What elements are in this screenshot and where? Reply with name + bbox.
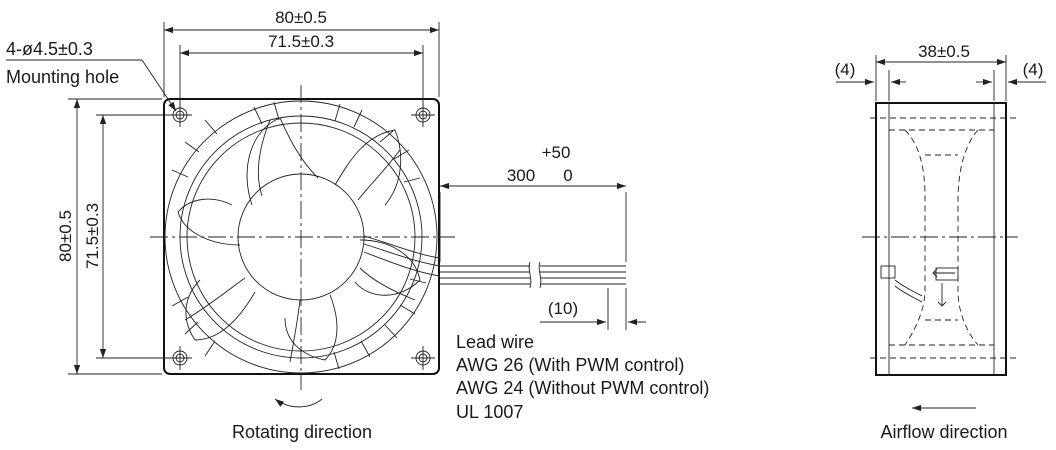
lead-length-tolerance-upper: +50 (542, 143, 571, 162)
hole-pitch-width-label: 71.5±0.3 (268, 32, 334, 51)
lead-length-tolerance-lower: 0 (563, 166, 572, 185)
lead-wire-note-line: Lead wire (456, 332, 534, 352)
side-wire-exit (880, 265, 923, 303)
mounting-hole-callout: 4-ø4.5±0.3 Mounting hole (6, 39, 177, 112)
dimension-overall-width: 80±0.5 (163, 8, 440, 97)
front-view: 80±0.5 71.5±0.3 80±0.5 71.5±0.3 4-ø (6, 8, 709, 442)
dimension-flanges: (4) (4) (835, 60, 1046, 101)
rotating-direction-label: Rotating direction (232, 422, 372, 442)
fan-blades (177, 117, 421, 363)
side-venturi-profile (889, 129, 994, 346)
side-depth-label: 38±0.5 (918, 42, 970, 61)
dimension-overall-height: 80±0.5 (56, 98, 162, 375)
hole-center-marks (168, 103, 435, 370)
dimension-lead-length: +50 300 0 (439, 143, 627, 262)
dimension-strip-length: (10) (540, 288, 646, 330)
airflow-direction-label: Airflow direction (880, 422, 1007, 442)
dimension-hole-pitch-height: 71.5±0.3 (83, 114, 172, 359)
overall-height-label: 80±0.5 (56, 210, 75, 262)
ring-ribs (171, 101, 427, 370)
side-flow-marks (932, 267, 959, 307)
lead-wire-note-line: AWG 26 (With PWM control) (456, 355, 684, 375)
front-center-lines (150, 85, 455, 390)
lead-wire-notes: Lead wire AWG 26 (With PWM control) AWG … (456, 332, 709, 422)
dimension-side-depth: 38±0.5 (875, 42, 1007, 101)
lead-length-nominal: 300 (507, 166, 535, 185)
flange-right-label: (4) (1023, 60, 1044, 79)
flange-left-label: (4) (835, 60, 856, 79)
mounting-hole-size-label: 4-ø4.5±0.3 (6, 39, 93, 59)
rotating-direction-indicator: Rotating direction (232, 398, 372, 442)
lead-wire-note-line: UL 1007 (456, 402, 523, 422)
lead-wire-note-line: AWG 24 (Without PWM control) (456, 378, 709, 398)
hole-pitch-height-label: 71.5±0.3 (83, 203, 102, 269)
mounting-holes (172, 107, 431, 366)
side-body (875, 102, 1007, 376)
fan-frame (163, 98, 440, 375)
lead-wire-bundle (363, 235, 626, 289)
airflow-direction-indicator: Airflow direction (880, 404, 1008, 442)
strip-length-label: (10) (548, 299, 578, 318)
side-view: 38±0.5 (4) (4) Airflow direction (835, 42, 1046, 442)
overall-width-label: 80±0.5 (275, 8, 327, 27)
dimension-hole-pitch-width: 71.5±0.3 (179, 32, 424, 107)
mounting-hole-label: Mounting hole (6, 67, 119, 87)
